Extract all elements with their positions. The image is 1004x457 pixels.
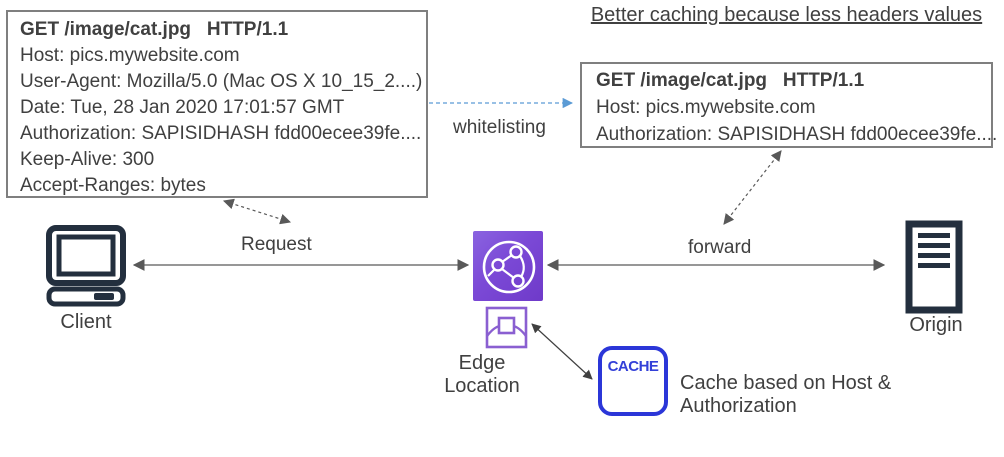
http-request-line: GET /image/cat.jpg HTTP/1.1 [20, 19, 289, 40]
request-label: Request [241, 234, 312, 255]
http-header: Authorization: SAPISIDHASH fdd00ecee39fe… [20, 123, 422, 144]
forward-callout-arrow [723, 150, 782, 225]
page-title: Better caching because less headers valu… [590, 4, 983, 26]
forward-label: forward [688, 237, 752, 258]
client-label: Client [60, 311, 112, 333]
http-header: Keep-Alive: 300 [20, 149, 155, 170]
origin-label: Origin [909, 314, 963, 336]
http-header: Accept-Ranges: bytes [20, 175, 206, 196]
edge-location-icon [485, 306, 528, 349]
http-header: User-Agent: Mozilla/5.0 (Mac OS X 10_15_… [20, 71, 423, 92]
computer-icon [46, 225, 126, 307]
whitelisting-label: whitelisting [453, 117, 546, 138]
server-icon [905, 220, 963, 314]
cache-note: Cache based on Host & Authorization [680, 372, 892, 417]
http-request-line: GET /image/cat.jpg HTTP/1.1 [596, 70, 865, 91]
cache-label: CACHE [607, 358, 659, 375]
forwarded-headers-box: GET /image/cat.jpg HTTP/1.1 Host: pics.m… [580, 62, 998, 148]
globe-network-glyph [482, 240, 536, 294]
cloudfront-icon [473, 231, 543, 301]
http-header: Date: Tue, 28 Jan 2020 17:01:57 GMT [20, 97, 345, 118]
request-headers-box: GET /image/cat.jpg HTTP/1.1 Host: pics.m… [6, 10, 428, 198]
edge-cache-arrow [531, 323, 593, 380]
edge-location-label: Edge Location [444, 352, 520, 397]
request-callout-arrow [222, 198, 292, 225]
http-header: Authorization: SAPISIDHASH fdd00ecee39fe… [596, 124, 998, 145]
cache-box: CACHE [598, 346, 668, 416]
http-header: Host: pics.mywebsite.com [596, 97, 816, 118]
http-header: Host: pics.mywebsite.com [20, 45, 240, 66]
